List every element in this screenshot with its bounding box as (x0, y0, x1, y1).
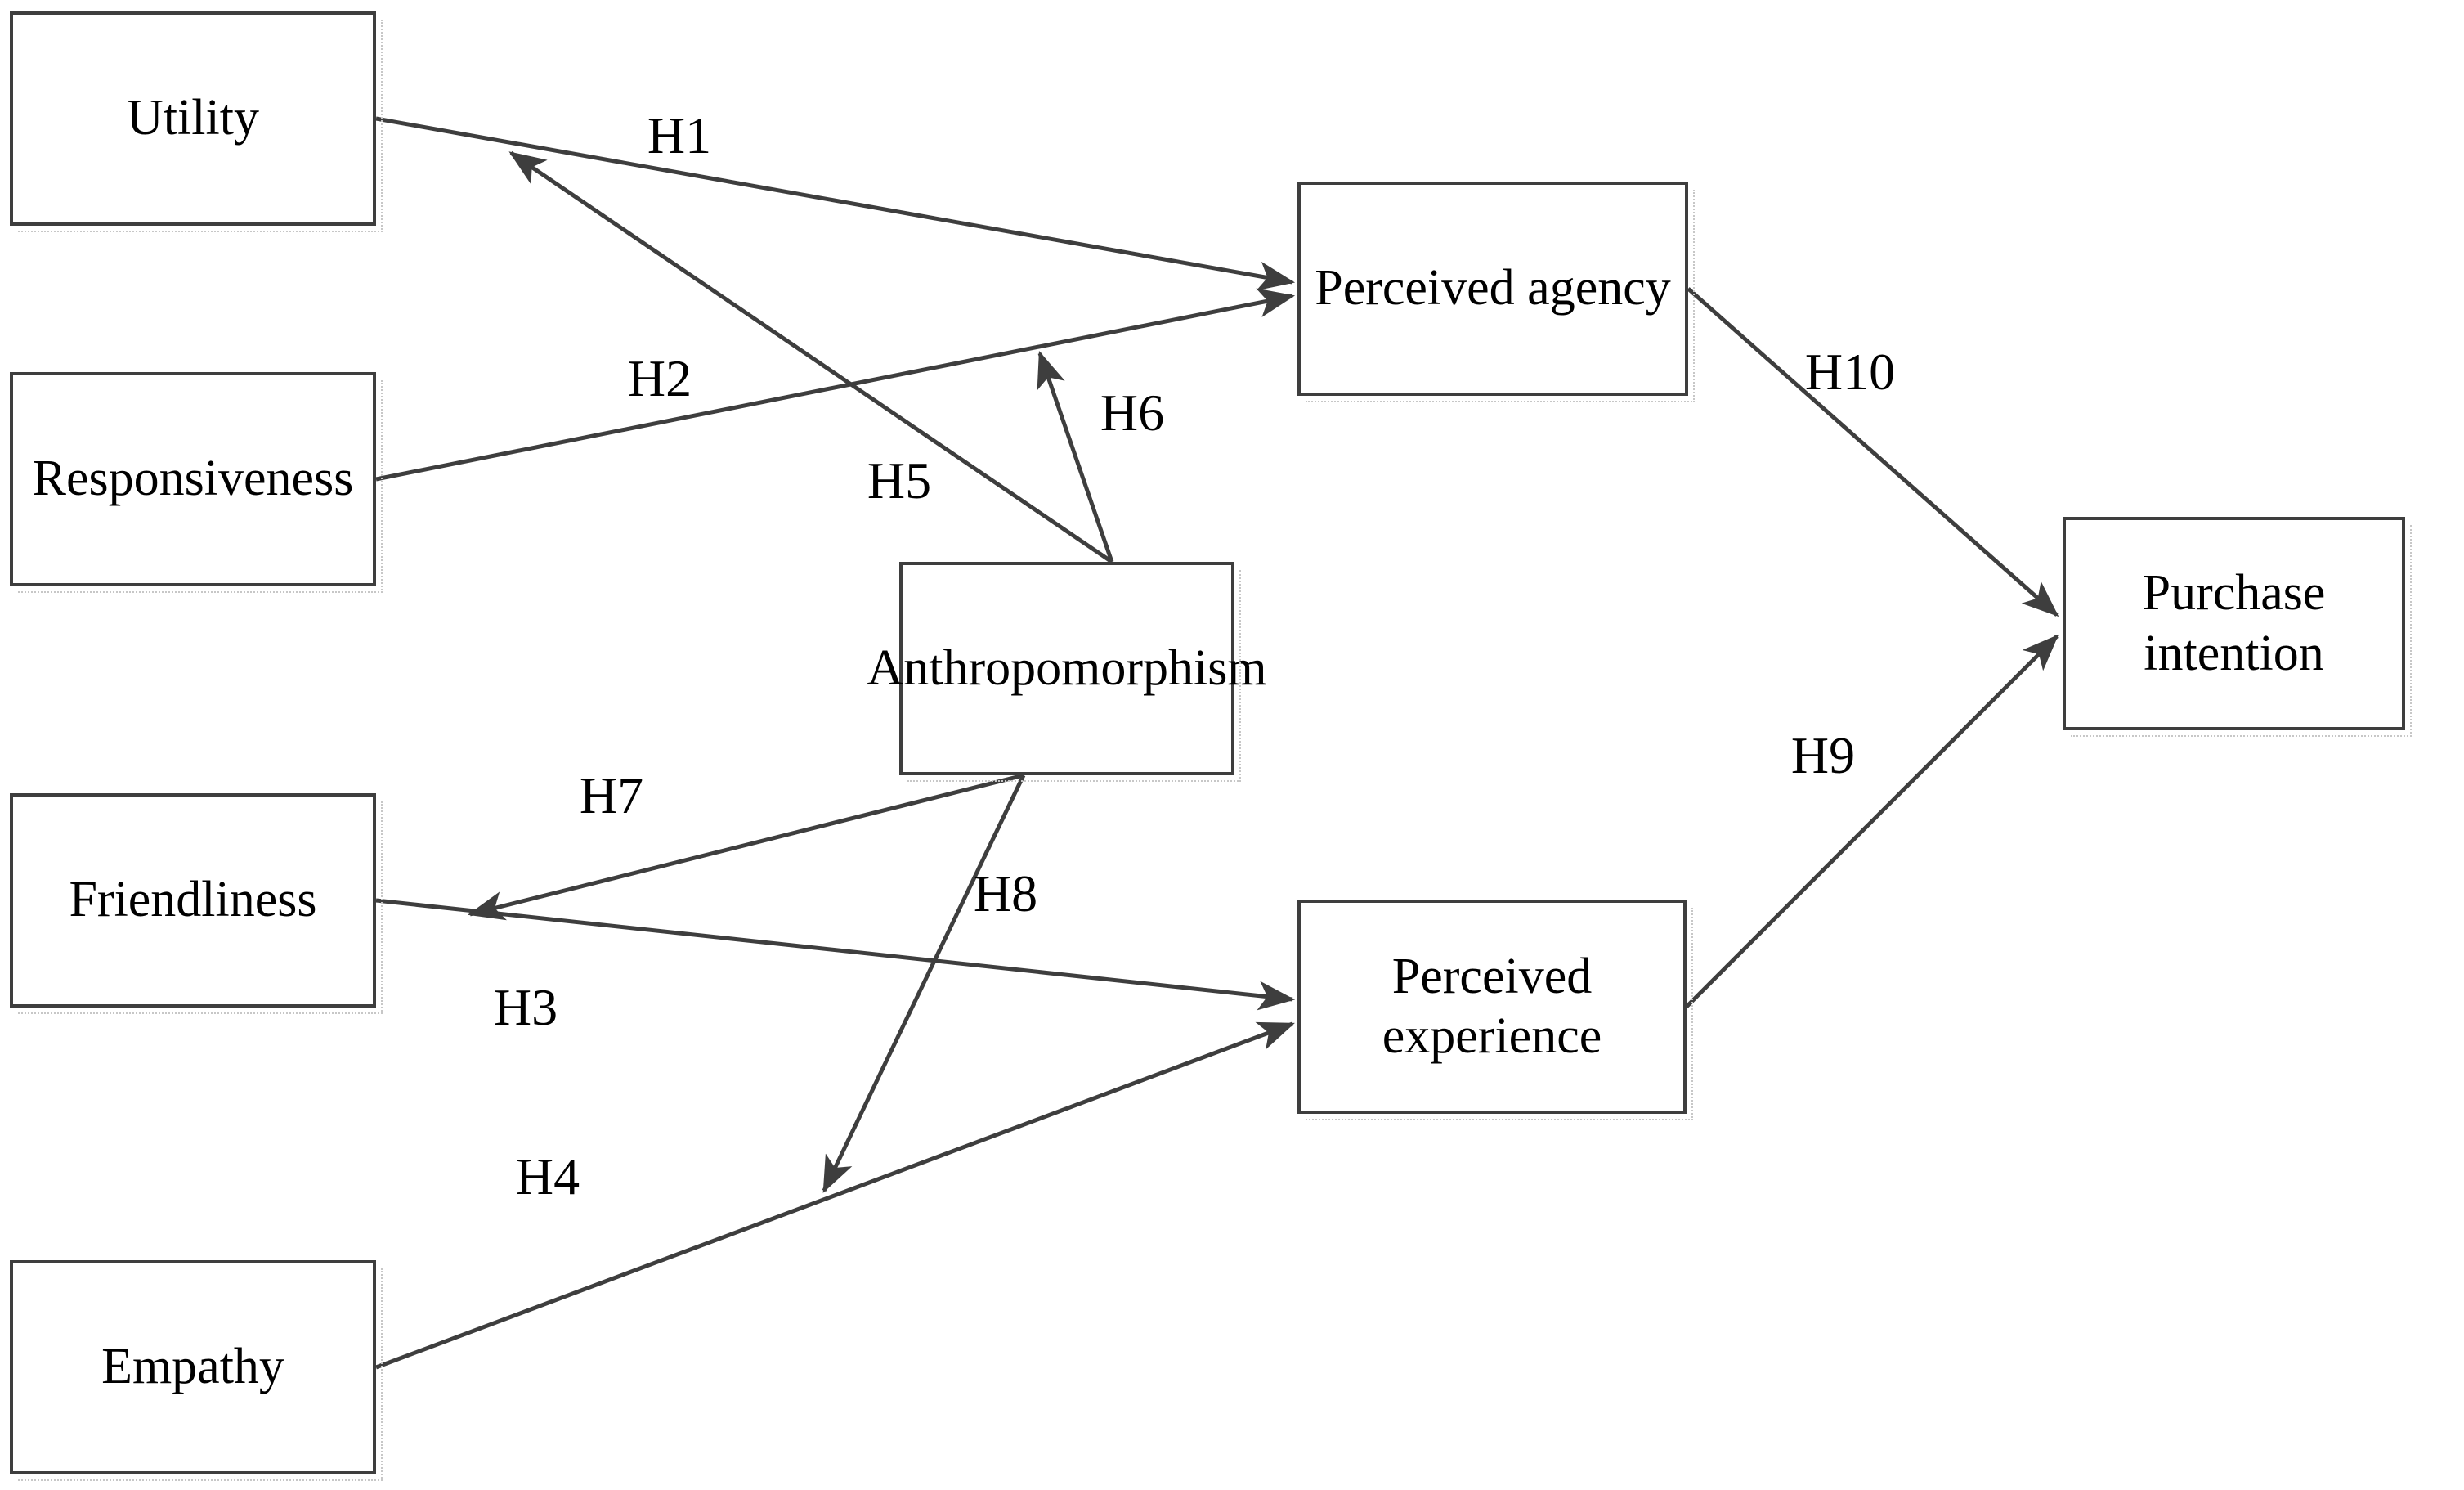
node-perceived-experience-label: Perceived experience (1382, 948, 1602, 1064)
edge-h7-line (467, 773, 1024, 921)
node-purchase-intention-label: Purchase intention (2142, 565, 2326, 681)
node-friendliness-label: Friendliness (69, 872, 317, 928)
node-utility: Utility (10, 11, 383, 232)
edge-label-h7: H7 (579, 766, 644, 824)
edge-h8-line (822, 774, 1026, 1193)
edge-label-h9: H9 (1790, 726, 1856, 784)
node-responsiveness-label: Responsiveness (32, 451, 354, 507)
node-friendliness: Friendliness (10, 793, 383, 1014)
node-responsiveness: Responsiveness (10, 372, 383, 593)
edge-label-h10: H10 (1804, 343, 1896, 401)
edge-h3-line (375, 898, 1296, 1011)
edge-label-h2: H2 (627, 349, 692, 407)
node-perceived-agency-label: Perceived agency (1315, 260, 1671, 316)
edge-h9-line (1685, 634, 2059, 1008)
edge-h10-line (1687, 287, 2059, 617)
node-perceived-agency: Perceived agency (1297, 182, 1695, 402)
edge-label-h4: H4 (515, 1147, 580, 1205)
edge-label-h3: H3 (493, 978, 558, 1036)
edge-label-h1: H1 (647, 106, 712, 164)
node-purchase-intention: Purchase intention (2063, 517, 2412, 737)
edge-label-h6: H6 (1100, 384, 1165, 442)
node-perceived-experience: Perceived experience (1297, 900, 1693, 1120)
edge-label-h5: H5 (867, 451, 932, 509)
edge-h1-line (375, 116, 1296, 291)
node-empathy: Empathy (10, 1260, 383, 1481)
edge-label-h8: H8 (973, 864, 1038, 922)
node-anthropomorphism: Anthropomorphism (867, 562, 1267, 782)
edge-h6-line (1037, 351, 1114, 563)
edge-h4-line (375, 1021, 1295, 1370)
node-anthropomorphism-label: Anthropomorphism (867, 640, 1267, 696)
node-utility-label: Utility (127, 90, 259, 146)
edge-h5-line (508, 150, 1113, 564)
node-empathy-label: Empathy (101, 1339, 284, 1395)
edge-h2-line (375, 288, 1296, 482)
